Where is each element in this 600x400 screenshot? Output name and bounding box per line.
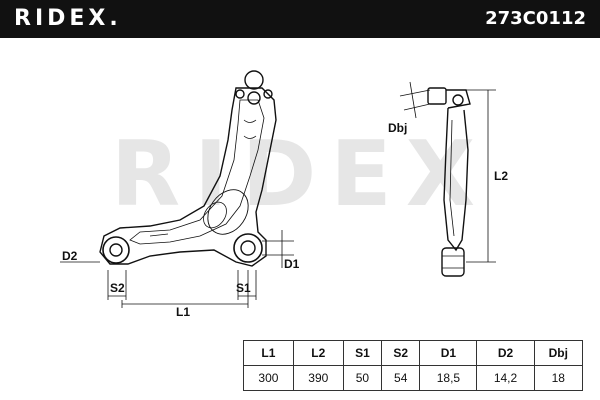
spec-value: 50: [342, 365, 383, 391]
header-bar: RIDEX. 273C0112: [0, 0, 600, 38]
spec-value: 18: [533, 365, 584, 391]
spec-value: 390: [292, 365, 344, 391]
spec-value: 300: [243, 365, 294, 391]
label-l1: L1: [176, 305, 190, 319]
dimension-lines-side: [399, 81, 496, 263]
spec-value: 18,5: [419, 365, 478, 391]
label-s1: S1: [236, 281, 251, 295]
label-d1: D1: [284, 257, 300, 271]
control-arm-front-view: [99, 70, 277, 267]
spec-header: S1: [342, 340, 383, 366]
spec-header-row: L1 L2 S1 S2 D1 D2 Dbj: [243, 340, 584, 366]
watermark-text: RIDEX: [111, 122, 489, 227]
spec-header: L1: [243, 340, 294, 366]
spec-value: 54: [381, 365, 421, 391]
label-dbj: Dbj: [388, 121, 407, 135]
dimension-lines-front: [60, 230, 294, 308]
spec-header: D2: [476, 340, 535, 366]
spec-value: 14,2: [476, 365, 535, 391]
label-s2: S2: [110, 281, 125, 295]
spec-header: Dbj: [533, 340, 584, 366]
brand-logo: RIDEX.: [14, 6, 122, 31]
part-number: 273C0112: [485, 8, 586, 29]
label-d2: D2: [62, 249, 78, 263]
spec-table: L1 L2 S1 S2 D1 D2 Dbj 300 390 50 54 18,5…: [243, 340, 584, 391]
spec-header: D1: [419, 340, 478, 366]
control-arm-side-view: [427, 87, 471, 277]
spec-value-row: 300 390 50 54 18,5 14,2 18: [243, 365, 584, 391]
label-l2: L2: [494, 169, 508, 183]
spec-header: L2: [292, 340, 344, 366]
spec-header: S2: [381, 340, 421, 366]
